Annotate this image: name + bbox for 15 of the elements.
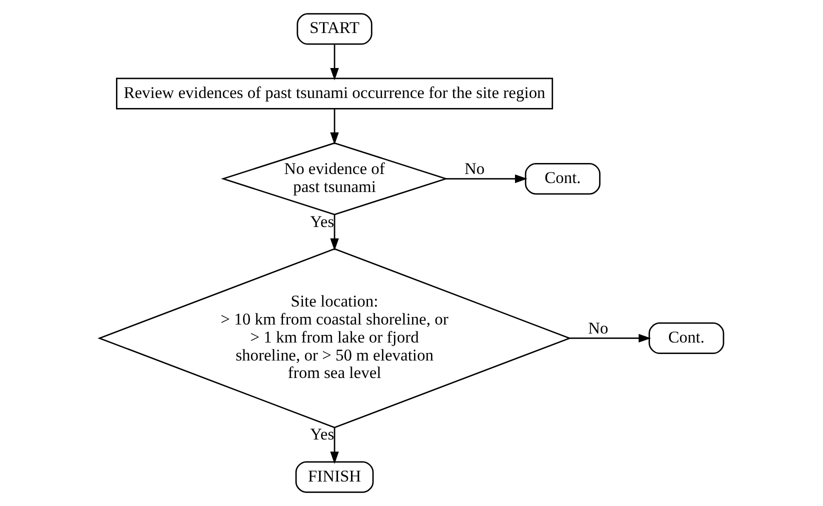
edge-label: No xyxy=(588,318,608,338)
arrow xyxy=(570,334,652,343)
arrow xyxy=(330,44,339,80)
node-box: START xyxy=(296,13,372,45)
arrow xyxy=(446,174,528,184)
edge-label: No xyxy=(464,159,485,178)
node-box: Review evidences of past tsunami occurrence for the site region xyxy=(116,78,554,110)
arrow xyxy=(330,428,339,464)
arrow xyxy=(330,214,339,251)
node-box: FINISH xyxy=(295,461,374,493)
node-diamond: No evidence of past tsunami xyxy=(220,142,448,216)
node-box: Cont. xyxy=(648,322,724,354)
arrow xyxy=(330,108,339,145)
node-box: Cont. xyxy=(524,162,600,195)
node-diamond: Site location: > 10 km from coastal shoreline, or > 1 km from lake or fjord shoreline, or > 50 m elevation from sea level xyxy=(98,248,572,428)
